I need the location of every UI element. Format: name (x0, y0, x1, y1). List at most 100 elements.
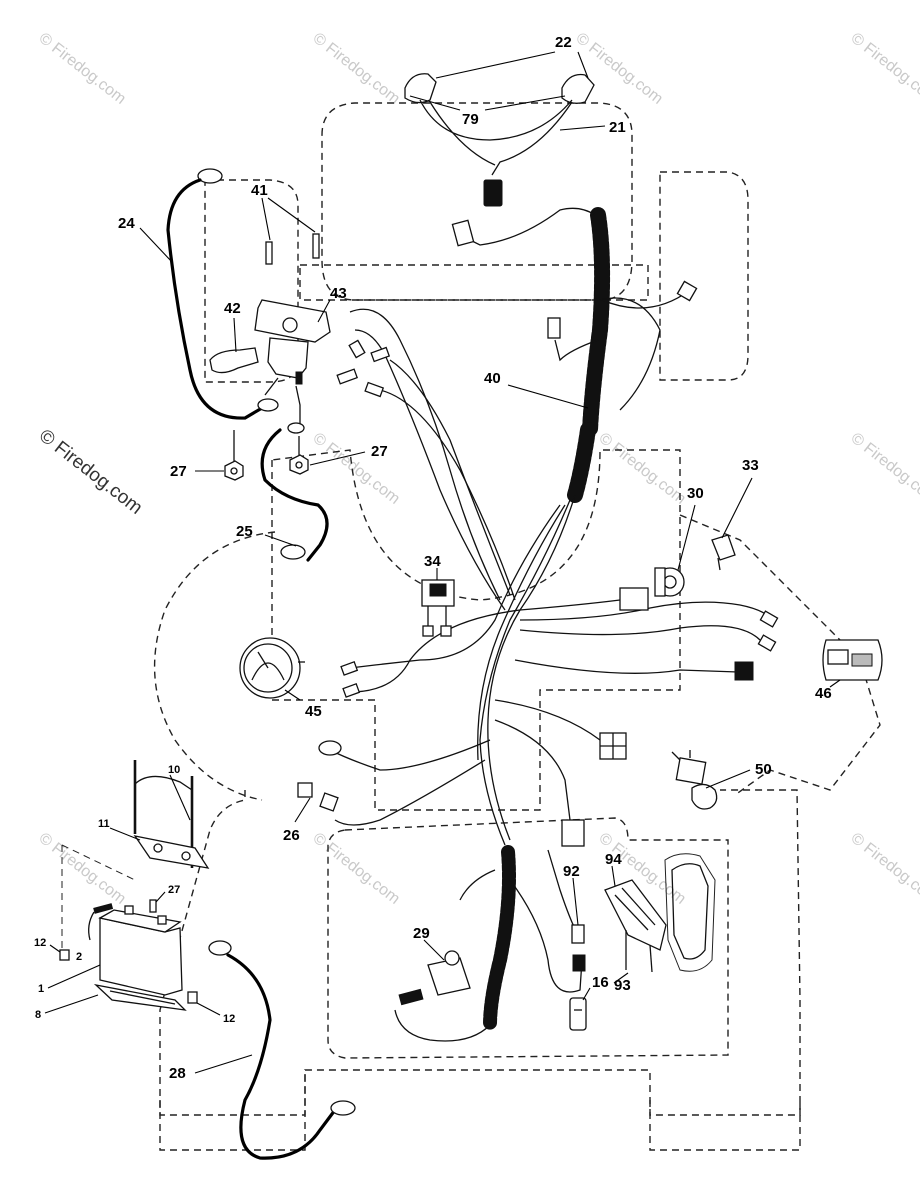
module-94 (572, 853, 716, 984)
battery-nut-12-left (59, 949, 70, 961)
leader-46 (829, 679, 841, 688)
callout-11: 11 (98, 818, 110, 830)
cable-28-ring-top (208, 940, 232, 956)
harness-branch-8 (354, 329, 506, 611)
harness-branch-9 (389, 359, 511, 596)
cable-28 (226, 953, 337, 1160)
leader-40 (507, 384, 589, 409)
harness-branch-13 (519, 625, 761, 641)
cable-25 (260, 428, 329, 562)
connector-92-base (572, 954, 586, 972)
battery-cable-28 (194, 940, 356, 1160)
callout-92: 92 (563, 863, 580, 880)
callout-41: 41 (251, 182, 268, 199)
switch-33-body (711, 534, 736, 561)
battery-guide-line (61, 844, 136, 950)
watermark-mid-3: © Firedog.com (848, 430, 920, 508)
leader-21 (559, 125, 606, 131)
bolt-41-right (312, 233, 320, 259)
switch-50-leads (671, 750, 691, 761)
cable-24 (166, 178, 264, 420)
ground-cable-25 (260, 428, 329, 562)
connector-26-a (297, 782, 313, 798)
watermark-mid-1: © Firedog.com (310, 430, 403, 508)
leader-12-left (49, 944, 61, 953)
switch-34 (421, 568, 455, 637)
battery-cable-24 (139, 168, 279, 420)
hour-meter-46 (822, 639, 883, 688)
watermark-mid-2: © Firedog.com (596, 430, 689, 508)
leader-43 (317, 299, 331, 323)
solenoid-lead-ring (287, 422, 305, 434)
headlight-assembly (404, 51, 606, 207)
callout-labels: 22 79 21 41 24 42 43 40 27 27 25 33 30 3… (34, 34, 832, 1082)
callout-27-left: 27 (170, 463, 187, 480)
battery-bolt-27 (149, 899, 157, 913)
harness-branch-1 (469, 207, 596, 246)
callout-93: 93 (614, 977, 631, 994)
callout-1: 1 (38, 983, 44, 995)
harness-branch-11 (519, 597, 636, 611)
watermark-top-right-2: © Firedog.com (848, 30, 920, 108)
connector-left-1 (348, 339, 366, 359)
callout-10: 10 (168, 764, 180, 776)
connector-26-b (319, 792, 339, 812)
leader-93 (613, 972, 629, 984)
harness-branch-21 (554, 339, 599, 362)
connector-right-2 (759, 610, 779, 628)
callout-46: 46 (815, 685, 832, 702)
switch-34-leads (427, 606, 447, 628)
hour-meter-face (827, 649, 849, 665)
leader-41-b (267, 197, 316, 233)
harness-branch-3 (479, 499, 571, 846)
battery-terminal-pos (124, 905, 134, 915)
connector-mid-right (547, 317, 561, 339)
callout-27-right: 27 (371, 443, 388, 460)
ignition-switch-key (663, 575, 677, 589)
module-94-body (604, 879, 667, 951)
hour-meter-display (851, 653, 873, 667)
leader-79-right (484, 95, 566, 111)
harness-branch-18 (334, 759, 486, 826)
harness-connectors (318, 219, 779, 972)
harness-loom-mid (567, 422, 596, 503)
harness-branch-6 (354, 609, 521, 693)
leader-24 (139, 227, 173, 263)
module-94-detail (614, 887, 656, 931)
callout-34: 34 (424, 553, 441, 570)
leader-27-right (309, 451, 366, 466)
callout-22: 22 (555, 34, 572, 51)
headlight-bulb-left (404, 73, 437, 104)
leader-92 (572, 877, 579, 926)
watermarks: © Firedog.com © Firedog.com © Firedog.co… (35, 30, 920, 908)
connector-left-low-2 (342, 683, 361, 698)
gauge-45 (239, 637, 305, 701)
solenoid-terminal (282, 317, 298, 333)
callout-43: 43 (330, 285, 347, 302)
watermark-low-4: © Firedog.com (848, 830, 920, 908)
callout-28: 28 (169, 1065, 186, 1082)
callout-45: 45 (305, 703, 322, 720)
gauge-needle (257, 651, 269, 669)
connector-right-4 (734, 661, 754, 681)
callout-29: 29 (413, 925, 430, 942)
callout-8: 8 (35, 1009, 41, 1021)
harness-branch-15 (494, 699, 609, 746)
connector-right-1 (619, 587, 649, 611)
switch-33-lead (717, 557, 721, 571)
harness-branch-4 (477, 504, 566, 761)
boot-42 (209, 347, 259, 374)
leader-79-left (409, 95, 461, 111)
left-fender-arc (153, 531, 276, 801)
screw-93-b (649, 944, 653, 973)
solenoid-post (295, 371, 303, 385)
harness-branch-10 (379, 389, 516, 601)
bolt-41-left (265, 241, 273, 265)
harness-branch-2 (487, 494, 576, 841)
leader-41-a (261, 197, 271, 241)
switch-33 (711, 477, 753, 571)
harness-branch-5 (349, 504, 561, 669)
connector-lower-mid (561, 819, 585, 847)
tray-rib-1 (109, 990, 176, 1005)
callout-94: 94 (605, 851, 622, 868)
